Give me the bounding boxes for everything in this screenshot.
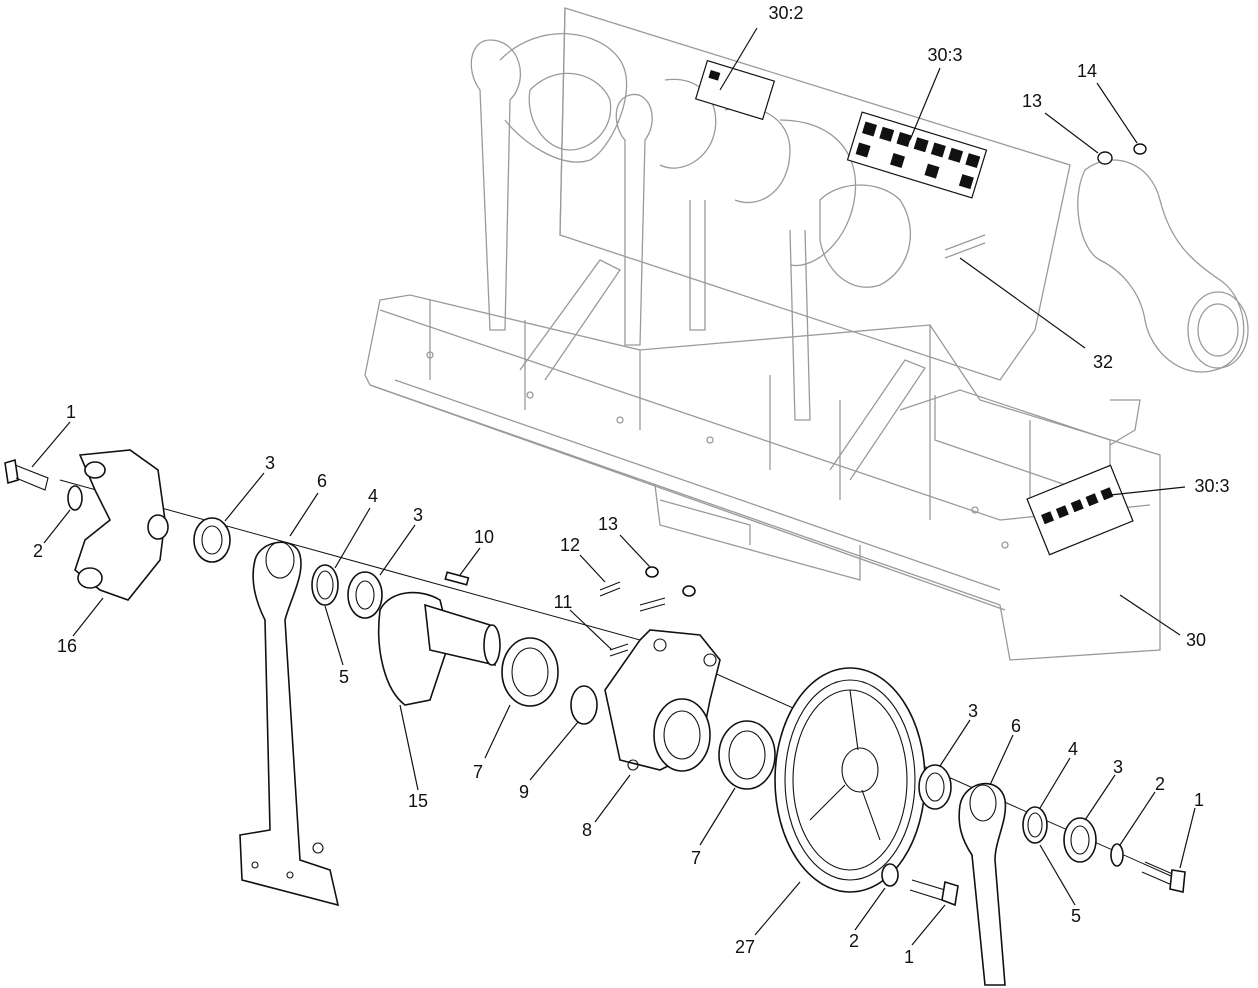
pulley-27: [774, 667, 926, 893]
callout-2-bottom: 2: [849, 931, 859, 951]
callout-6-left: 6: [317, 471, 327, 491]
callout-1-left: 1: [66, 402, 76, 422]
callout-16: 16: [57, 636, 77, 656]
callout-3-c: 3: [968, 701, 978, 721]
callout-5-left: 5: [339, 667, 349, 687]
callout-1-bottom: 1: [904, 947, 914, 967]
callout-12: 12: [560, 535, 580, 555]
callout-1-right: 1: [1194, 790, 1204, 810]
callout-32: 32: [1093, 352, 1113, 372]
callout-2-left: 2: [33, 541, 43, 561]
callout-15: 15: [408, 791, 428, 811]
callout-30: 30: [1186, 630, 1206, 650]
callout-9: 9: [519, 782, 529, 802]
leader-lines: [31, 27, 1196, 946]
callout-13-mid: 13: [598, 514, 618, 534]
callout-3-b: 3: [413, 505, 423, 525]
callout-2-right: 2: [1155, 774, 1165, 794]
exploded-parts: [4, 449, 1186, 986]
arm-6-right: [958, 782, 1007, 986]
callout-30-2: 30:2: [768, 3, 803, 23]
callout-27: 27: [735, 937, 755, 957]
bolt-left: [4, 458, 49, 491]
callout-30-3-right: 30:3: [1194, 476, 1229, 496]
callout-labels: 30:2 30:3 13 14 32 30:3 30 1 2 16 3 6 4 …: [33, 3, 1230, 967]
callout-7-b: 7: [691, 848, 701, 868]
callout-3-d: 3: [1113, 757, 1123, 777]
callout-10: 10: [474, 527, 494, 547]
decal-cells: [708, 70, 1114, 525]
background-assembly: [364, 7, 1249, 661]
crank-15: [377, 591, 501, 706]
callout-30-3-top: 30:3: [927, 45, 962, 65]
callout-13-top: 13: [1022, 91, 1042, 111]
callout-5-right: 5: [1071, 906, 1081, 926]
callout-3-a: 3: [265, 453, 275, 473]
callout-14: 14: [1077, 61, 1097, 81]
callout-4-right: 4: [1068, 739, 1078, 759]
bolt-right: [1141, 861, 1186, 893]
bracket-16: [74, 449, 169, 601]
arm-6-left: [239, 541, 340, 907]
callout-6-right: 6: [1011, 716, 1021, 736]
callout-8: 8: [582, 820, 592, 840]
housing-8: [604, 629, 721, 772]
bolt-bottom: [909, 879, 959, 907]
callout-4-left: 4: [368, 486, 378, 506]
callout-11: 11: [554, 592, 573, 612]
callout-7-a: 7: [473, 762, 483, 782]
